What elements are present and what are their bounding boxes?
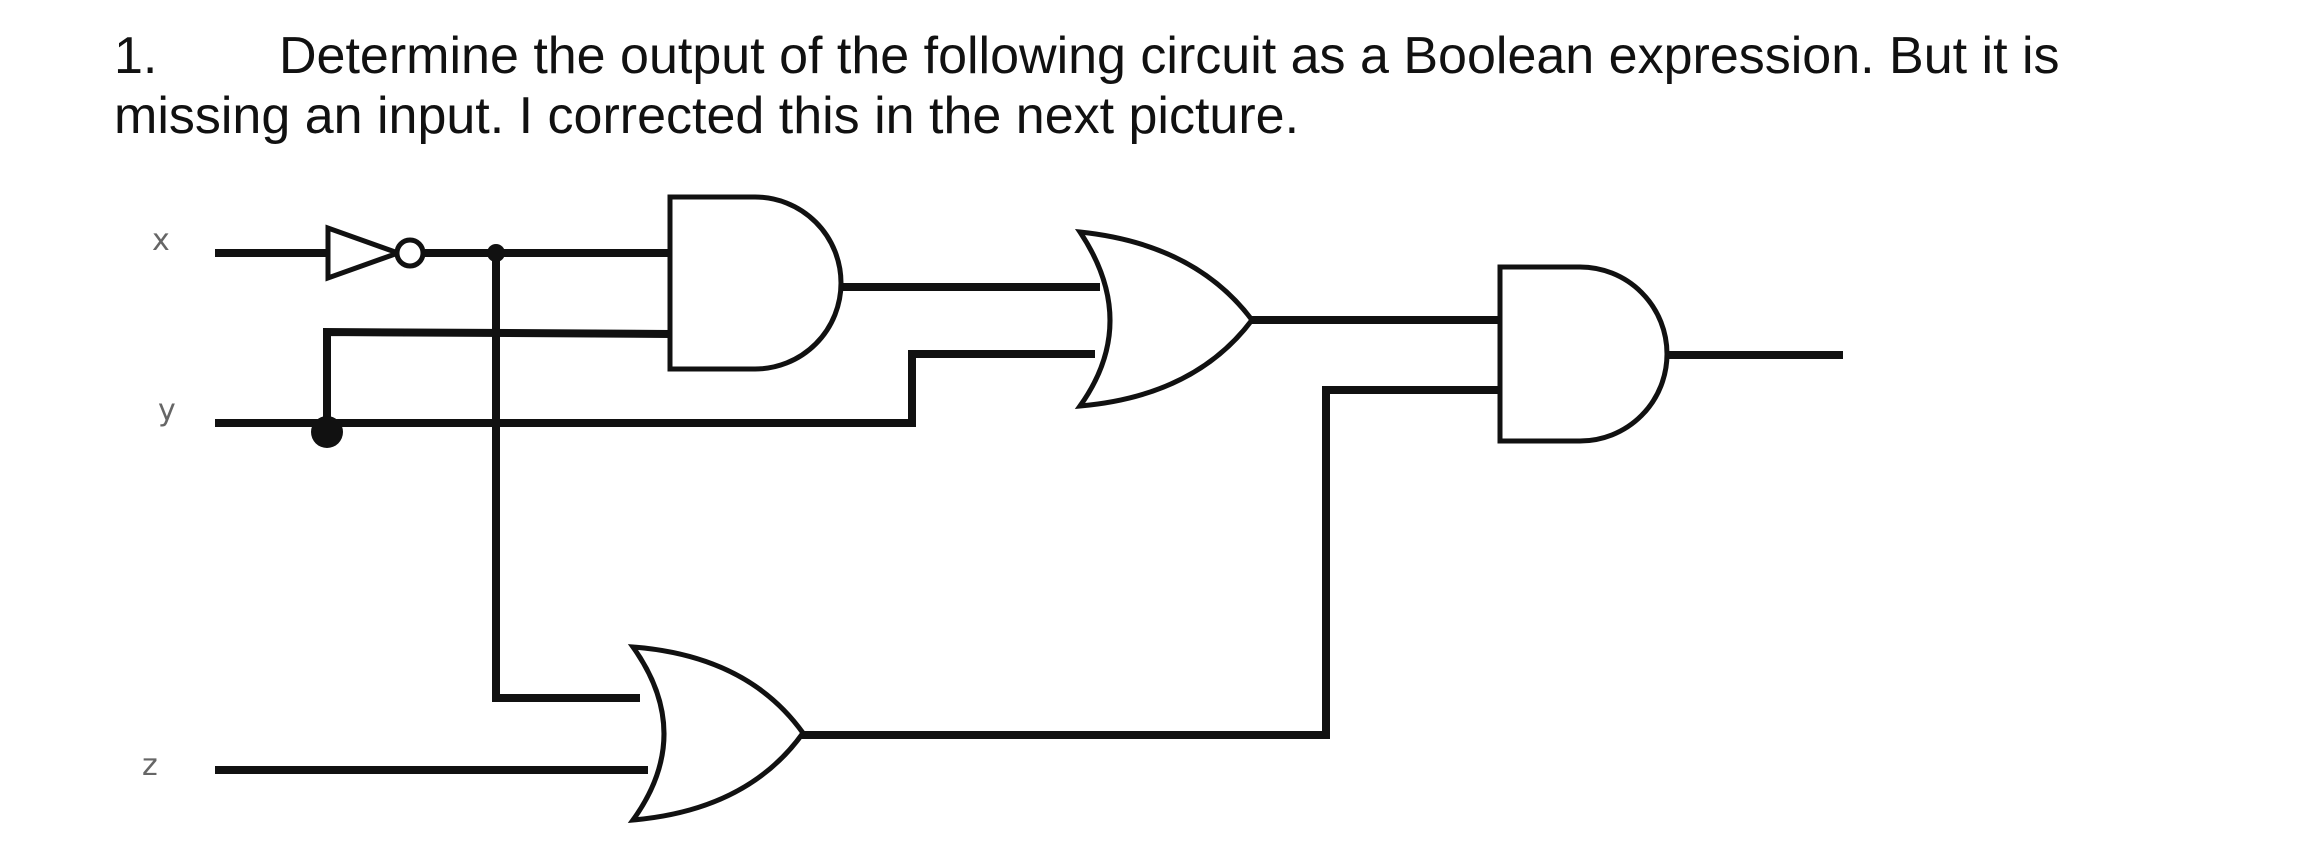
or-gate-1 <box>1074 228 1256 409</box>
or-gate-2 <box>627 644 807 823</box>
wire-or2-to-and2 <box>800 386 1500 739</box>
wire-not-to-or2 <box>492 253 640 702</box>
question-number: 1. <box>114 27 158 85</box>
junction-dot-not-output <box>487 244 505 262</box>
input-label-x: x <box>152 223 170 258</box>
wire-y-to-and1 <box>323 327 671 423</box>
question-text: 1. Determine the output of the following … <box>114 26 2264 146</box>
question-line-2: missing an input. I corrected this in th… <box>114 87 1300 145</box>
wires <box>215 249 1843 774</box>
junction-dot-y <box>311 416 343 448</box>
not-gate <box>325 224 426 282</box>
input-label-z: z <box>142 748 158 783</box>
input-label-y: y <box>158 393 176 428</box>
question-line-1: Determine the output of the following ci… <box>279 27 2060 85</box>
wire-y-to-or1 <box>215 350 1095 427</box>
and-gate-1 <box>667 194 844 372</box>
and-gate-2 <box>1497 264 1670 444</box>
